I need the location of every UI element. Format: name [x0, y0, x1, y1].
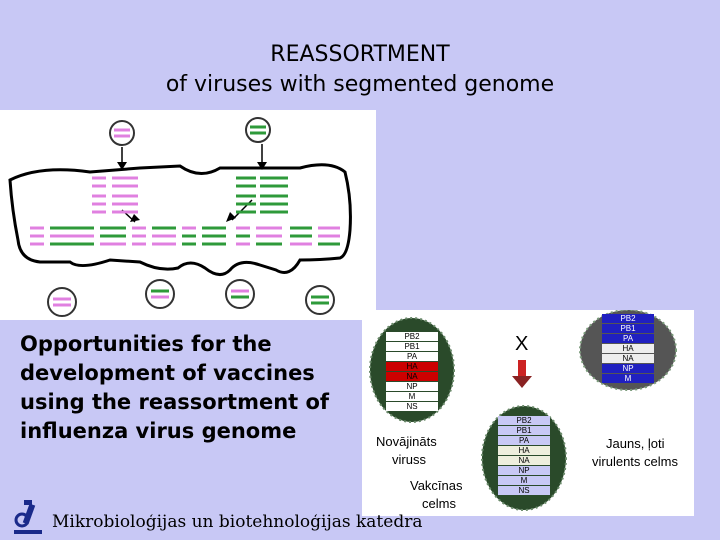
label-attenuated: Novājināts	[376, 434, 437, 449]
body-text: Opportunities for the development of vac…	[20, 332, 330, 443]
segment-label: PB1	[516, 426, 532, 435]
segment-label: HA	[518, 446, 530, 455]
segment-label: HA	[406, 362, 418, 371]
segment-label: NA	[622, 354, 634, 363]
segment-label: M	[521, 476, 528, 485]
segment-label: NS	[518, 486, 529, 495]
slide-subtitle: of viruses with segmented genome	[165, 72, 555, 97]
progeny-virus	[47, 279, 335, 317]
label-vaccine: Vakcīnas	[410, 478, 463, 493]
cross-mark: X	[515, 333, 528, 355]
segment-label: NP	[518, 466, 529, 475]
label-strain: celms	[422, 496, 456, 511]
reassortment-diagram	[0, 110, 376, 320]
microscope-icon	[14, 500, 42, 534]
slide-title: REASSORTMENT	[270, 42, 450, 67]
segment-label: PA	[623, 334, 634, 343]
segment-label: HA	[622, 344, 634, 353]
segment-label: NA	[406, 372, 418, 381]
down-arrow	[518, 360, 526, 378]
segment-label: NS	[406, 402, 417, 411]
segment-label: PA	[519, 436, 530, 445]
segment-label: PB2	[404, 332, 420, 341]
segment-label: NP	[622, 364, 633, 373]
department-footer: Mikrobioloģijas un biotehnoloģijas kated…	[52, 512, 423, 532]
segment-label: NA	[518, 456, 530, 465]
segment-label: NP	[406, 382, 417, 391]
segment-label: PB2	[516, 416, 532, 425]
segment-label: PB1	[620, 324, 636, 333]
segment-label: M	[409, 392, 416, 401]
segment-label: PB1	[404, 342, 420, 351]
segment-label: M	[625, 374, 632, 383]
label-virus: viruss	[392, 452, 426, 467]
vaccine-figure: PB2 PB1 PA HA NA NP M NS Novājināts viru…	[362, 309, 694, 516]
parent-virus-green	[245, 117, 271, 143]
segment-label: PB2	[620, 314, 636, 323]
label-virulent: virulents celms	[592, 454, 678, 469]
host-cell-outline	[8, 163, 352, 276]
segment-label: PA	[407, 352, 418, 361]
label-new-strain: Jauns, ļoti	[606, 436, 665, 451]
parent-virus-pink	[109, 120, 135, 146]
